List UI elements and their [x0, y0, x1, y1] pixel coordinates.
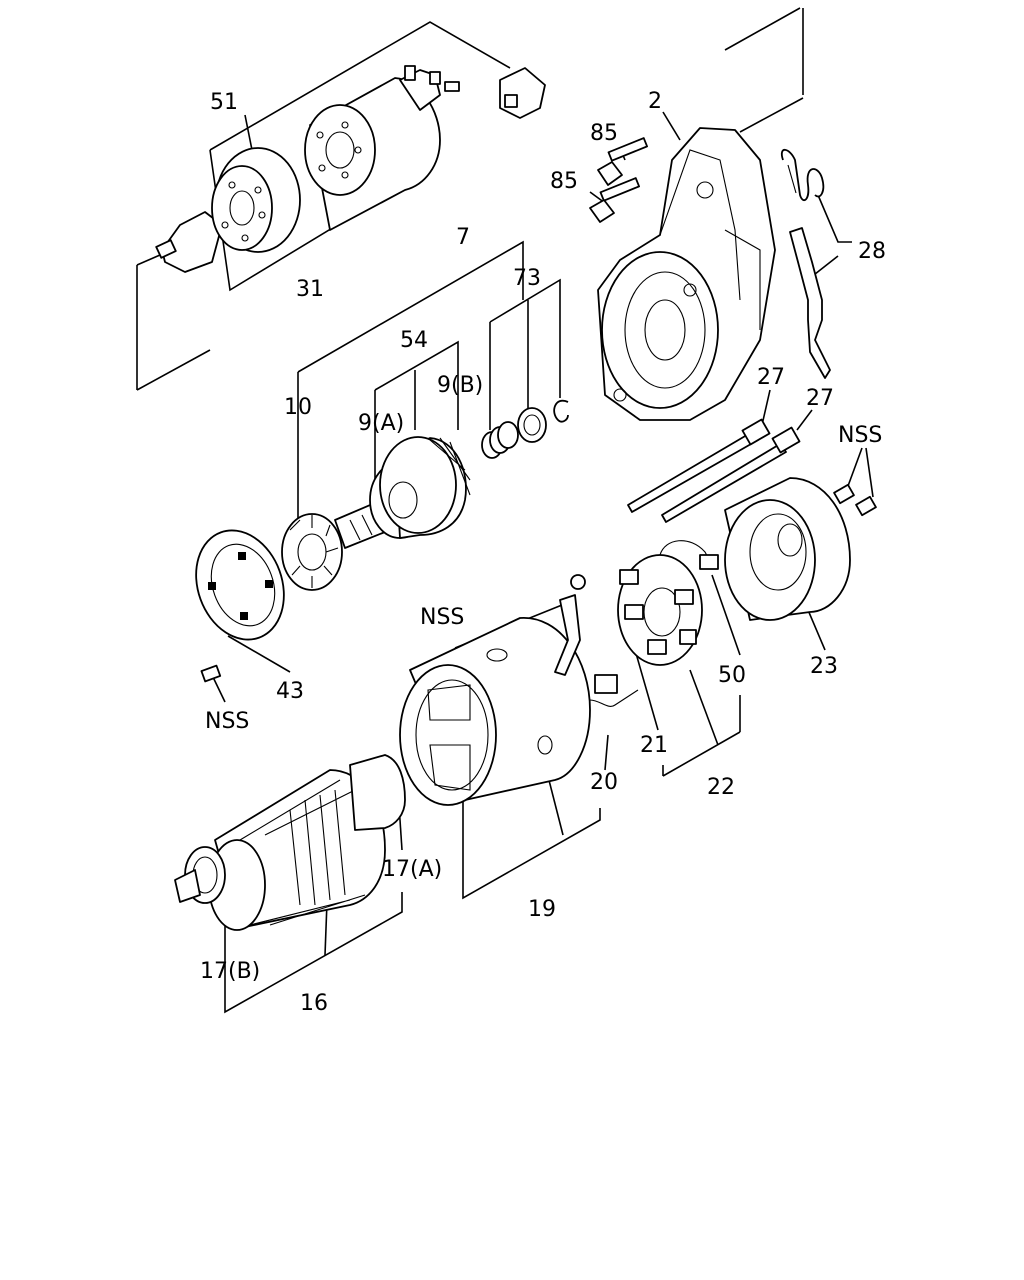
yoke-field-frame [399, 574, 639, 806]
brush-holder [617, 540, 719, 666]
lever-and-spring [780, 148, 831, 379]
callout-27-left: 27 [757, 365, 785, 390]
callout-19: 19 [528, 897, 556, 922]
callout-23: 23 [810, 654, 838, 679]
callout-31: 31 [296, 277, 324, 302]
through-bolts [627, 418, 877, 523]
callout-22: 22 [707, 775, 735, 800]
callout-21: 21 [640, 733, 668, 758]
callout-50: 50 [718, 663, 746, 688]
callout-7: 7 [456, 225, 470, 250]
callout-nss-yoke: NSS [420, 605, 464, 630]
callout-54: 54 [400, 328, 428, 353]
callout-17a: 17(A) [382, 857, 442, 882]
callout-28: 28 [858, 239, 886, 264]
callout-20: 20 [590, 770, 618, 795]
callout-27-right: 27 [806, 386, 834, 411]
callout-nss-left: NSS [205, 709, 249, 734]
callout-73: 73 [513, 266, 541, 291]
solenoid-assembly [155, 65, 546, 273]
rear-cover [724, 477, 851, 621]
callout-16: 16 [300, 991, 328, 1016]
callout-labels: 51 31 2 85 85 28 7 73 54 9(B) 9(A) 10 27… [200, 89, 886, 1016]
drive-housing [589, 127, 776, 421]
pinion-clutch-assembly [195, 399, 569, 683]
callout-nss-right: NSS [838, 423, 882, 448]
callout-85-lower: 85 [550, 169, 578, 194]
callout-10: 10 [284, 395, 312, 420]
callout-17b: 17(B) [200, 959, 260, 984]
callout-43: 43 [276, 679, 304, 704]
callout-2: 2 [648, 89, 662, 114]
callout-9a: 9(A) [358, 411, 404, 436]
callout-9b: 9(B) [437, 373, 483, 398]
callout-85-upper: 85 [590, 121, 618, 146]
armature [174, 754, 406, 931]
callout-51: 51 [210, 90, 238, 115]
